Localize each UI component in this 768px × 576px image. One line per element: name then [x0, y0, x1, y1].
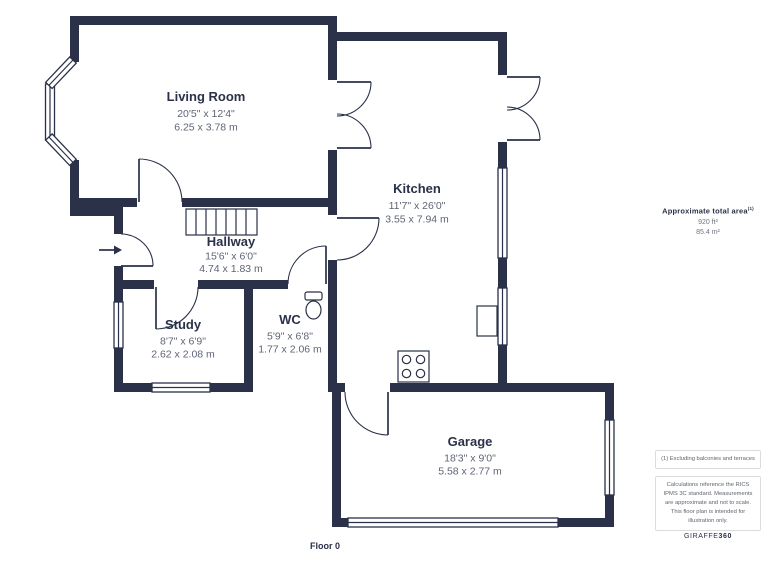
kitchen-dims-metric: 3.55 x 7.94 m	[385, 214, 449, 226]
garage-dims-metric: 5.58 x 2.77 m	[438, 466, 502, 478]
toilet-icon	[304, 291, 323, 320]
garage-dims-imperial: 18'3" x 9'0"	[444, 453, 496, 465]
room-label-wc: WC 5'9" x 6'8" 1.77 x 2.06 m	[258, 312, 322, 356]
total-area-block: Approximate total area(1) 920 ft² 85.4 m…	[648, 206, 768, 236]
kitchen-dims-imperial: 11'7" x 26'0"	[389, 200, 446, 212]
stove-icon	[397, 350, 430, 383]
kitchen-door	[336, 217, 380, 261]
floor-label: Floor 0	[310, 541, 340, 551]
living-room-door	[138, 158, 183, 203]
kitchen-window-upper	[497, 167, 508, 259]
walls	[70, 16, 614, 527]
disclaimer-text: Calculations reference the RICS IPMS 3C …	[663, 482, 753, 524]
info-sidebar: Approximate total area(1) 920 ft² 85.4 m…	[648, 0, 768, 576]
room-label-garage: Garage 18'3" x 9'0" 5.58 x 2.77 m	[438, 434, 502, 478]
room-label-hallway: Hallway 15'6" x 6'0" 4.74 x 1.83 m	[199, 234, 263, 275]
total-area-imperial: 920 ft²	[698, 218, 718, 226]
disclaimer-box: Calculations reference the RICS IPMS 3C …	[655, 476, 761, 531]
wc-name: WC	[279, 312, 301, 327]
study-door	[155, 286, 199, 330]
room-label-living-room: Living Room 20'5" x 12'4" 6.25 x 3.78 m	[167, 89, 246, 134]
garage-window	[604, 419, 615, 496]
room-label-kitchen: Kitchen 11'7" x 26'0" 3.55 x 7.94 m	[385, 181, 449, 226]
room-labels: Living Room 20'5" x 12'4" 6.25 x 3.78 m …	[151, 89, 502, 478]
windows	[44, 55, 615, 528]
study-side-window	[113, 301, 124, 349]
entrance-arrow-icon	[99, 245, 122, 255]
living-kitchen-double-door	[336, 81, 372, 149]
hallway-dims-metric: 4.74 x 1.83 m	[199, 263, 263, 275]
floorplan-canvas: Living Room 20'5" x 12'4" 6.25 x 3.78 m …	[44, 16, 615, 551]
brand-name: GIRAFFE	[683, 533, 719, 540]
footnote-marker: (1)	[747, 206, 754, 211]
footnote-text: (1) Excluding balconies and terraces	[661, 456, 755, 462]
front-door	[120, 233, 154, 267]
doors	[120, 76, 541, 436]
living-room-name: Living Room	[167, 89, 246, 104]
french-doors	[506, 76, 541, 141]
hallway-dims-imperial: 15'6" x 6'0"	[205, 251, 257, 263]
garage-vehicle-door	[347, 517, 559, 528]
kitchen-name: Kitchen	[393, 181, 441, 196]
wc-dims-imperial: 5'9" x 6'8"	[267, 331, 313, 343]
stairs	[185, 208, 258, 236]
wc-door	[287, 245, 327, 285]
brand-suffix: 360	[718, 533, 733, 540]
room-label-study: Study 8'7" x 6'9" 2.62 x 2.08 m	[151, 317, 215, 361]
total-area-metric: 85.4 m²	[696, 228, 720, 236]
footnote-box: (1) Excluding balconies and terraces	[655, 450, 761, 469]
study-dims-metric: 2.62 x 2.08 m	[151, 349, 215, 361]
total-area-title: Approximate total area(1)	[662, 206, 754, 216]
hallway-name: Hallway	[207, 234, 256, 249]
study-bottom-window	[151, 382, 211, 393]
wc-dims-metric: 1.77 x 2.06 m	[258, 344, 322, 356]
brand-logo: GIRAFFE360	[648, 533, 768, 540]
living-room-dims-metric: 6.25 x 3.78 m	[174, 122, 238, 134]
study-dims-imperial: 8'7" x 6'9"	[160, 336, 206, 348]
garage-interior-door	[344, 391, 389, 436]
study-name: Study	[165, 317, 202, 332]
kitchen-window-lower	[497, 287, 508, 346]
bay-window	[44, 55, 78, 167]
garage-name: Garage	[448, 434, 493, 449]
boiler-unit	[476, 305, 498, 337]
living-room-dims-imperial: 20'5" x 12'4"	[177, 108, 235, 120]
